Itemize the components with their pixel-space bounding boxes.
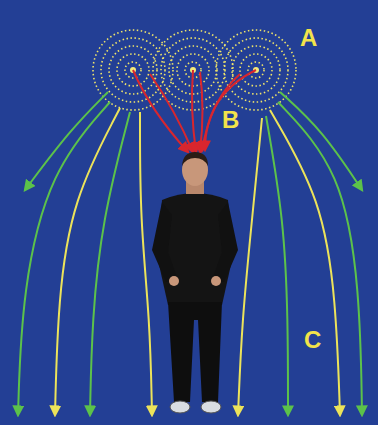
hand	[211, 276, 221, 286]
sound-flow-arrow	[270, 110, 340, 415]
legs	[168, 302, 222, 402]
sound-flow-arrow	[90, 112, 130, 415]
listener-figure	[152, 152, 238, 413]
direct-sound-arrow	[200, 72, 203, 152]
zone-letter: A	[300, 26, 317, 50]
direct-sound-arrow	[150, 74, 193, 152]
right-arm	[212, 202, 238, 282]
sound-flow-arrow	[278, 102, 362, 415]
sound-flow-arrow	[140, 112, 152, 415]
hair	[182, 152, 208, 166]
sound-flow-arrow	[55, 108, 120, 415]
torso	[158, 193, 232, 305]
hand	[169, 276, 179, 286]
direct-sound-arrow	[192, 70, 196, 152]
sound-flow-arrow	[280, 92, 362, 190]
sound-flow-arrow	[266, 116, 288, 415]
direct-sound-arrow	[202, 74, 240, 151]
left-arm	[152, 202, 178, 282]
zone-letter: C	[304, 328, 321, 352]
sound-flow-arrow	[25, 92, 108, 190]
direct-sound-arrow	[133, 70, 188, 152]
shoe	[201, 401, 221, 413]
zone-letter: B	[222, 108, 239, 132]
sound-flow-arrow	[238, 118, 262, 415]
shoe	[170, 401, 190, 413]
